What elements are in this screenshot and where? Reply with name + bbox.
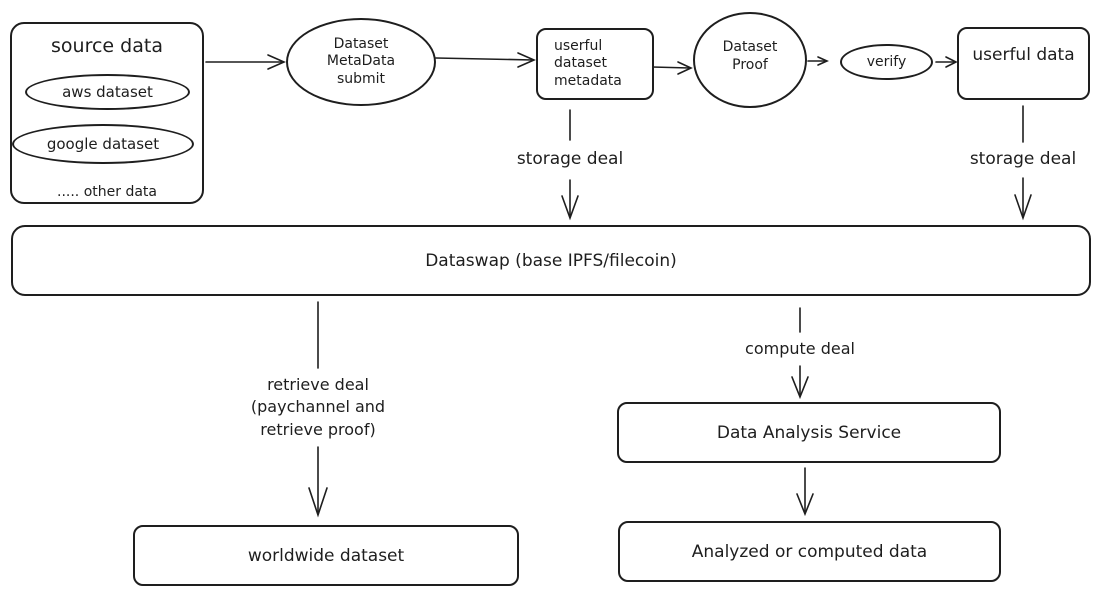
aws-dataset-label: aws dataset [62, 83, 153, 101]
storage-deal-left-label: storage deal [516, 149, 624, 169]
dataset-proof-label: Dataset Proof [722, 39, 778, 74]
metadata-submit-label: Dataset MetaData submit [326, 35, 396, 87]
arrow-metadata-to-proof [651, 66, 691, 69]
verify-label: verify [866, 54, 907, 70]
storage-deal-right-label: storage deal [969, 149, 1077, 169]
verify-node: verify [840, 44, 933, 80]
metadata-submit-node: Dataset MetaData submit [286, 18, 436, 106]
dataswap-label: Dataswap (base IPFS/filecoin) [425, 250, 677, 271]
source-data-box [10, 22, 204, 204]
source-data-title: source data [51, 35, 163, 57]
google-dataset-label: google dataset [46, 135, 160, 153]
dataswap-node: Dataswap (base IPFS/filecoin) [11, 225, 1091, 296]
other-data-label: ..... other data [57, 184, 157, 200]
compute-deal-label: compute deal [745, 339, 855, 358]
useful-data-node: userful data [957, 27, 1090, 100]
arrow-submit-to-metadata [435, 57, 534, 61]
analyzed-data-label: Analyzed or computed data [691, 541, 928, 562]
google-dataset-node: google dataset [12, 124, 194, 164]
worldwide-dataset-label: worldwide dataset [247, 545, 405, 566]
analysis-service-node: Data Analysis Service [617, 402, 1001, 463]
analysis-service-label: Data Analysis Service [716, 422, 902, 443]
useful-data-label: userful data [972, 45, 1075, 65]
analyzed-data-node: Analyzed or computed data [618, 521, 1001, 582]
dataset-proof-node: Dataset Proof [693, 12, 807, 108]
aws-dataset-node: aws dataset [25, 74, 190, 110]
useful-metadata-label: userful dataset metadata [554, 37, 622, 89]
worldwide-dataset-node: worldwide dataset [133, 525, 519, 586]
useful-metadata-node: userful dataset metadata [536, 28, 654, 100]
retrieve-deal-label: retrieve deal (paychannel and retrieve p… [250, 375, 386, 439]
